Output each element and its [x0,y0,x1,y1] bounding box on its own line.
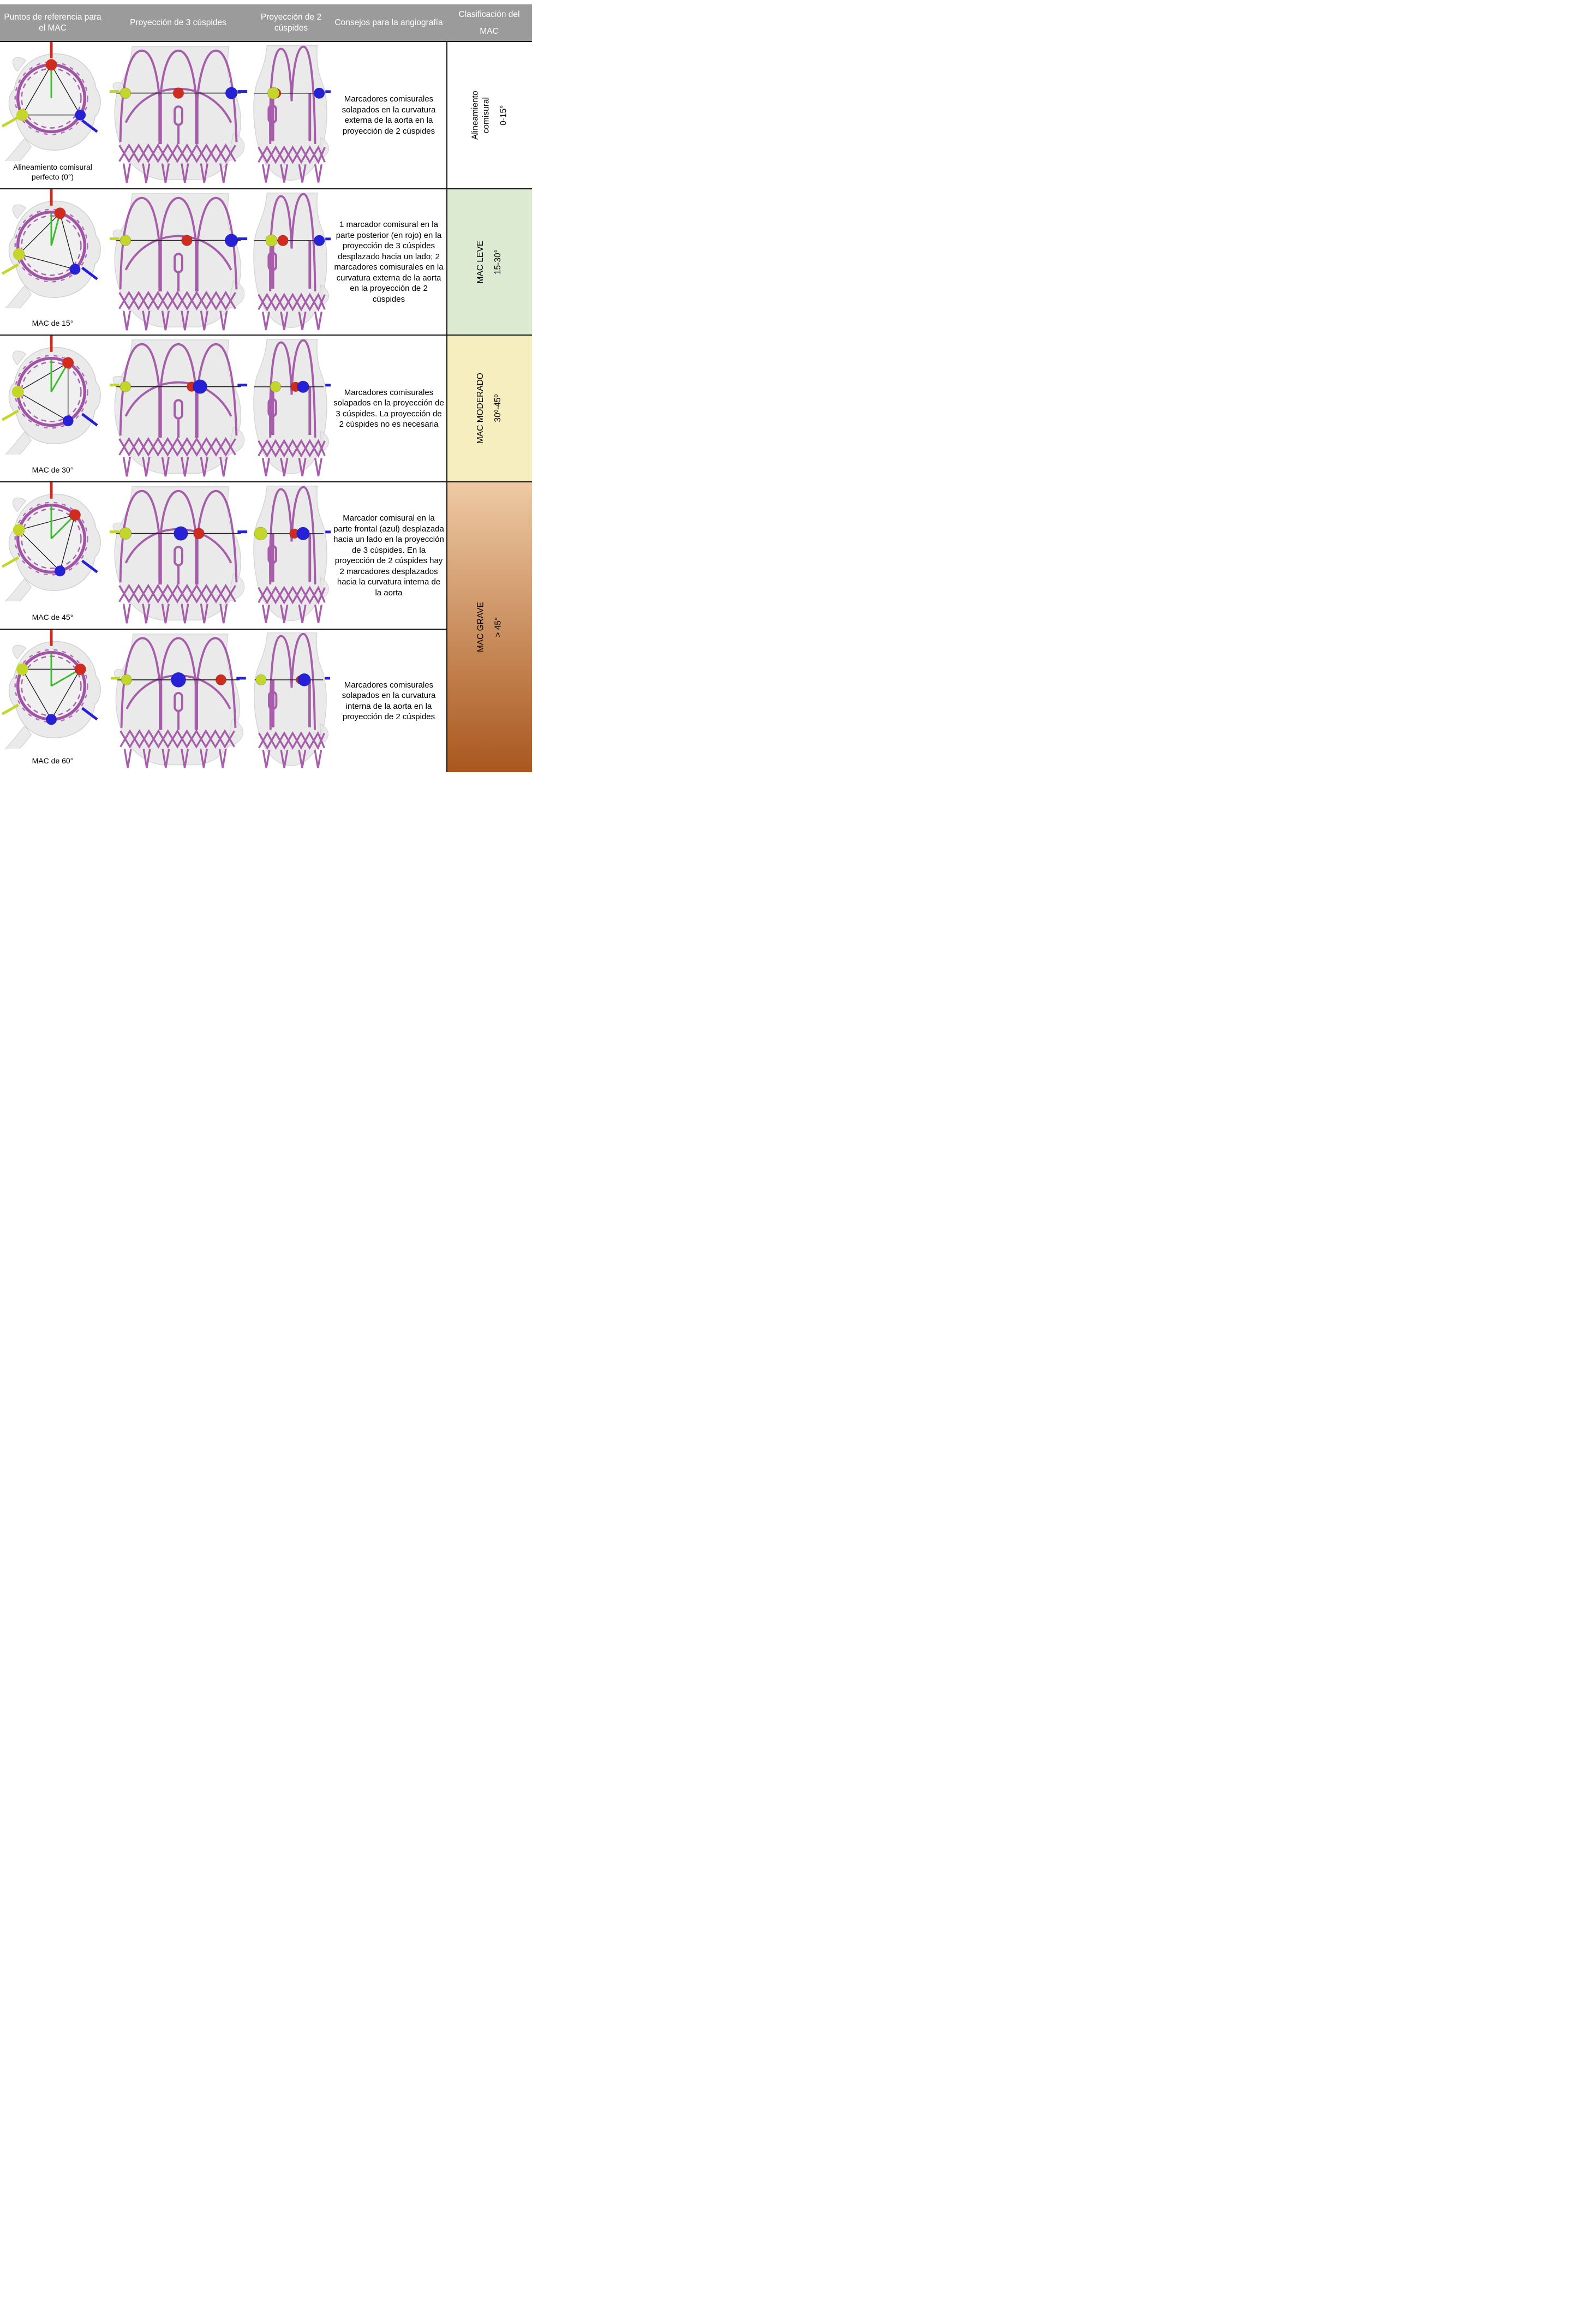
three-cusp-projection-illustration [107,42,249,187]
tip-text: 1 marcador comisural en la parte posteri… [334,220,444,304]
classification-cell-grave: MAC GRAVE > 45° [446,481,532,772]
angiography-tip-row3: Marcadores comisurales solapados en la p… [331,335,446,481]
tip-text: Marcadores comisurales solapados en la p… [333,387,444,429]
classification-range: > 45° [493,617,503,637]
row-label: MAC de 60° [32,756,74,765]
classification-range: 0-15° [499,105,509,126]
classification-range: 30º-45º [493,395,503,422]
angiography-tip-row1: Marcadores comisurales solapados en la c… [331,42,446,188]
reference-image-row4: MAC de 45° [0,481,105,629]
two-cusp-image-row3 [251,335,331,481]
two-cusp-projection-illustration [251,336,331,481]
header-reference: Puntos de referencia para el MAC [4,13,101,33]
row-label: MAC de 30° [32,465,74,474]
two-cusp-image-row1 [251,42,331,188]
three-cusp-projection-illustration [107,189,249,335]
row-label: Alineamiento comisural perfecto (0°) [13,162,92,181]
two-cusp-image-row2 [251,188,331,335]
two-cusp-projection-illustration [251,482,331,628]
short-axis-ring-illustration [0,630,105,749]
header-classification: Clasificación del MAC [458,9,520,36]
short-axis-ring-illustration [0,336,105,455]
reference-image-row5: MAC de 60° [0,629,105,772]
classification-name: MAC GRAVE [476,602,486,653]
tip-text: Marcadores comisurales solapados en la c… [342,94,436,136]
classification-range: 15-30° [493,249,503,274]
classification-cell-leve: MAC LEVE 15-30° [446,188,532,335]
angiography-tip-row5: Marcadores comisurales solapados en la c… [331,629,446,772]
row-label: MAC de 45° [32,612,74,622]
three-cusp-image-row5 [105,629,251,772]
classification-name: MAC MODERADO [476,373,486,444]
two-cusp-image-row4 [251,481,331,629]
three-cusp-image-row4 [105,481,251,629]
three-cusp-projection-illustration [107,336,249,481]
angiography-tip-row2: 1 marcador comisural en la parte posteri… [331,188,446,335]
header-tips: Consejos para la angiografía [334,17,443,27]
reference-image-row2: MAC de 15° [0,188,105,335]
two-cusp-image-row5 [251,629,331,772]
two-cusp-projection-illustration [251,630,331,772]
classification-cell-moderado: MAC MODERADO 30º-45º [446,335,532,481]
tip-text: Marcador comisural en la parte frontal (… [333,513,444,598]
header-two-cusp: Proyección de 2 cúspides [260,13,322,33]
row-label: MAC de 15° [32,318,74,327]
angiography-tip-row4: Marcador comisural en la parte frontal (… [331,481,446,629]
three-cusp-image-row2 [105,188,251,335]
header-three-cusp: Proyección de 3 cúspides [130,17,226,27]
short-axis-ring-illustration [0,42,105,161]
classification-name: Alineamiento comisural [470,91,491,140]
classification-cell-alignment: Alineamiento comisural 0-15° [446,42,532,188]
tip-text: Marcadores comisurales solapados en la c… [342,680,436,722]
two-cusp-projection-illustration [251,189,331,335]
two-cusp-projection-illustration [251,42,331,187]
three-cusp-projection-illustration [107,630,249,772]
reference-image-row3: MAC de 30° [0,335,105,481]
mac-classification-figure: Puntos de referencia para el MAC Proyecc… [0,0,532,772]
three-cusp-projection-illustration [107,482,249,628]
short-axis-ring-illustration [0,189,105,308]
classification-name: MAC LEVE [476,240,486,284]
reference-image-row1: Alineamiento comisural perfecto (0°) [0,42,105,188]
short-axis-ring-illustration [0,482,105,601]
table-body: Alineamiento comisural perfecto (0°) Mar… [0,42,532,772]
table-header: Puntos de referencia para el MAC Proyecc… [0,4,532,42]
three-cusp-image-row1 [105,42,251,188]
three-cusp-image-row3 [105,335,251,481]
